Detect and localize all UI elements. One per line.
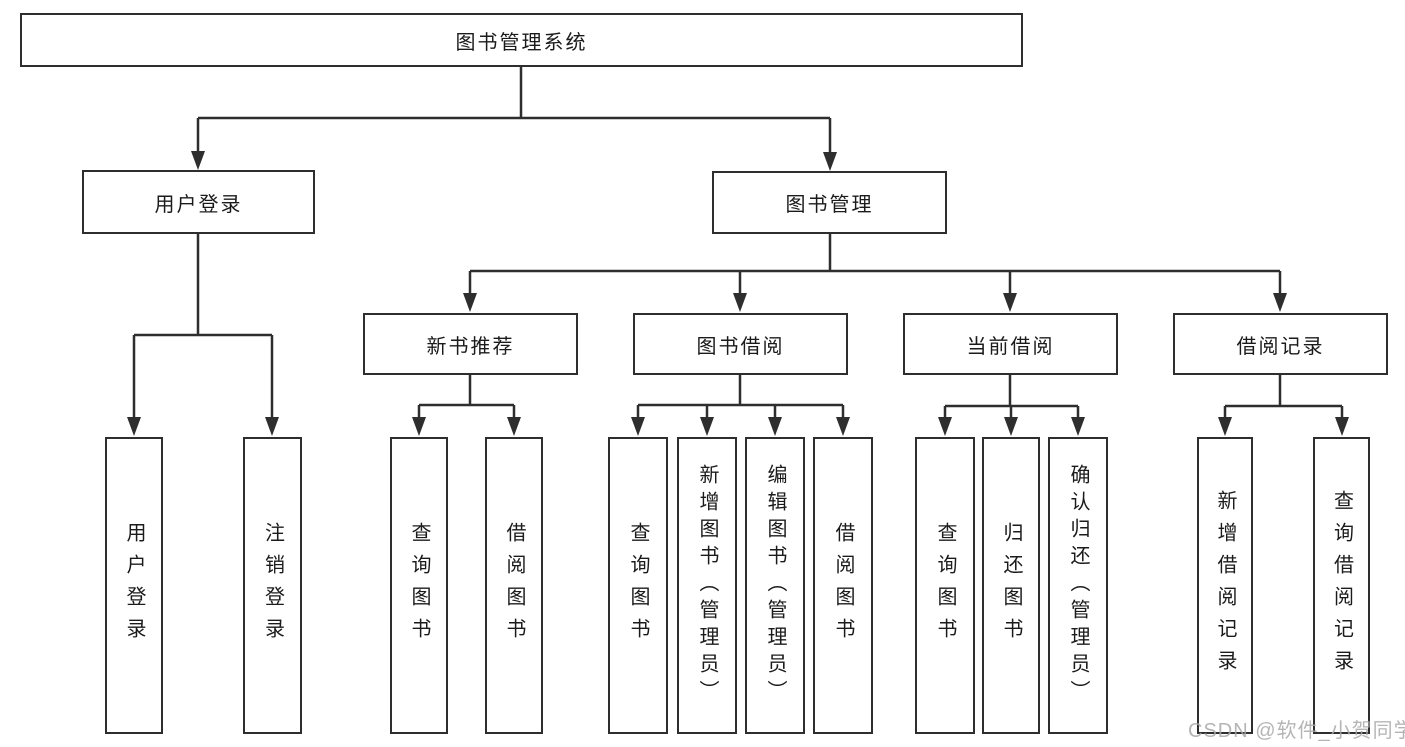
connector-current-borrow-to-leaves xyxy=(938,375,1085,436)
node-current-borrowing: 当前借阅 xyxy=(903,313,1118,375)
connector-user-login-to-leaves xyxy=(127,234,279,436)
connector-line xyxy=(943,375,1080,418)
leaf-borrowing-borrow-books: 借阅图书 xyxy=(813,437,873,734)
csdn-watermark: CSDN @软件_小贺同学 xyxy=(1188,720,1405,742)
arrowhead-icon xyxy=(1335,417,1349,436)
leaf-newbooks-borrow-books: 借阅图书 xyxy=(485,437,543,734)
leaf-borrowing-edit-books-admin: 编辑图书（管理员） xyxy=(745,437,805,734)
connector-book-borrow-to-leaves xyxy=(631,375,850,436)
connector-line xyxy=(1223,375,1344,418)
arrowhead-icon xyxy=(823,152,837,171)
arrowhead-icon xyxy=(836,417,850,436)
arrowhead-icon xyxy=(938,417,952,436)
node-borrowing-records: 借阅记录 xyxy=(1173,313,1388,375)
leaf-user-login: 用户登录 xyxy=(105,437,163,734)
arrowhead-icon xyxy=(463,293,477,312)
arrowhead-icon xyxy=(127,417,141,436)
connector-line xyxy=(132,234,274,418)
leaf-current-return-books: 归还图书 xyxy=(982,437,1040,734)
arrowhead-icon xyxy=(768,417,782,436)
arrowhead-icon xyxy=(631,417,645,436)
connector-book-mgmt-to-level3 xyxy=(463,234,1287,312)
leaf-records-add-record: 新增借阅记录 xyxy=(1197,437,1253,734)
node-book-borrowing: 图书借阅 xyxy=(633,313,848,375)
arrowhead-icon xyxy=(1004,417,1018,436)
arrowhead-icon xyxy=(191,151,205,170)
leaf-current-query-books: 查询图书 xyxy=(915,437,975,734)
leaf-records-query-record: 查询借阅记录 xyxy=(1313,437,1370,734)
connector-root-to-level2 xyxy=(191,67,837,171)
arrowhead-icon xyxy=(507,417,521,436)
connector-line xyxy=(417,375,516,418)
leaf-borrowing-add-books-admin: 新增图书（管理员） xyxy=(677,437,737,734)
leaf-borrowing-query-books: 查询图书 xyxy=(608,437,668,734)
arrowhead-icon xyxy=(412,417,426,436)
node-new-book-recommend: 新书推荐 xyxy=(363,313,578,375)
leaf-logout: 注销登录 xyxy=(243,437,302,734)
connector-line xyxy=(196,67,832,153)
arrowhead-icon xyxy=(265,417,279,436)
arrowhead-icon xyxy=(733,293,747,312)
arrowhead-icon xyxy=(1218,417,1232,436)
node-root-system: 图书管理系统 xyxy=(20,13,1023,67)
connector-borrow-records-to-leaves xyxy=(1218,375,1349,436)
leaf-newbooks-query-books: 查询图书 xyxy=(390,437,448,734)
arrowhead-icon xyxy=(1273,293,1287,312)
arrowhead-icon xyxy=(700,417,714,436)
node-book-management: 图书管理 xyxy=(712,171,947,234)
connector-new-books-to-leaves xyxy=(412,375,521,436)
connector-line xyxy=(636,375,845,418)
arrowhead-icon xyxy=(1071,417,1085,436)
arrowhead-icon xyxy=(1003,293,1017,312)
node-user-login: 用户登录 xyxy=(82,170,315,234)
leaf-current-confirm-return-admin: 确认归还（管理员） xyxy=(1048,437,1108,734)
connector-line xyxy=(468,234,1282,294)
